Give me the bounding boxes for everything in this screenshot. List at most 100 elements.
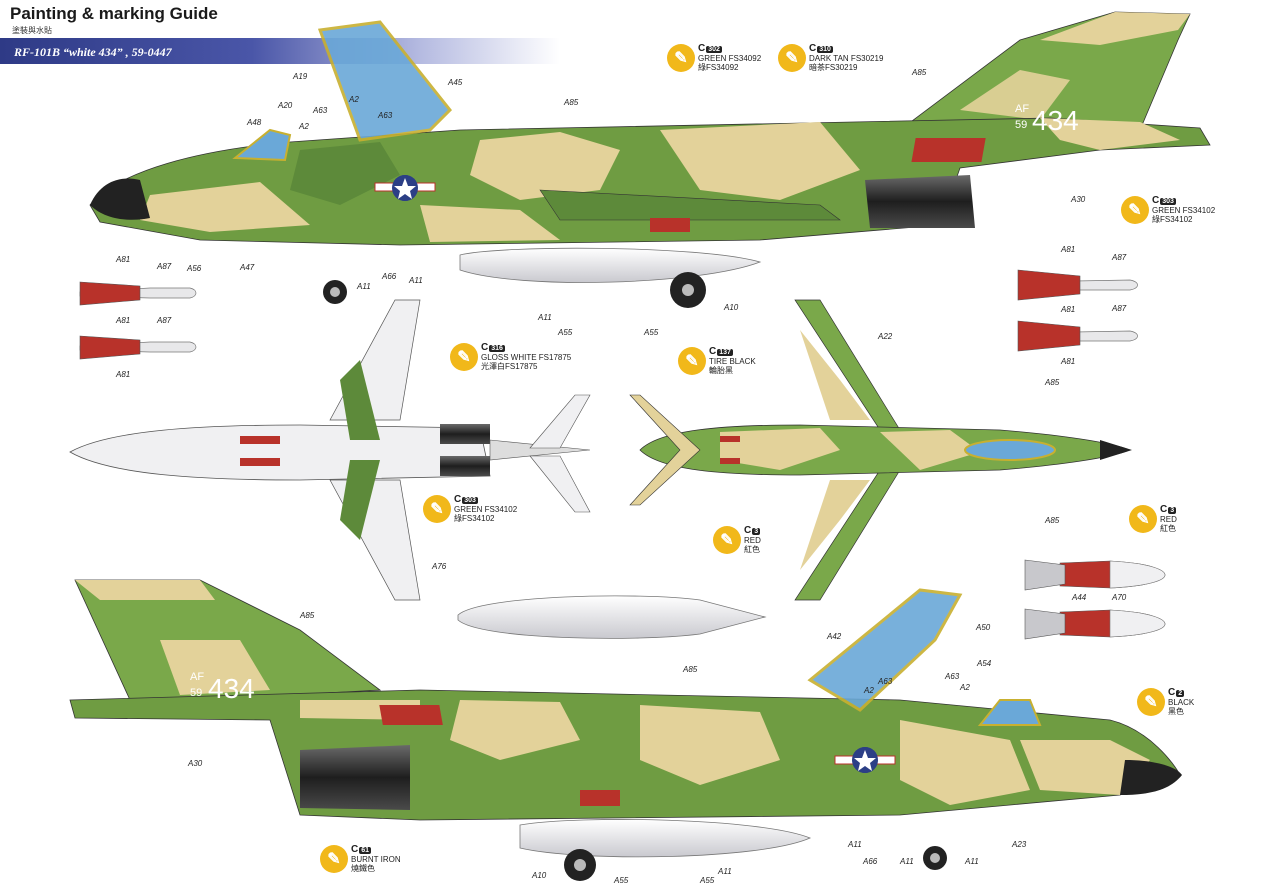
decal-label: A85 — [912, 68, 927, 77]
bombs-right — [1024, 559, 1166, 640]
decal-label: A11 — [965, 857, 979, 866]
tail-number-bottom: 59 — [190, 687, 202, 699]
decal-label: A42 — [827, 632, 842, 641]
decal-label: A30 — [1071, 195, 1086, 204]
decal-label: A48 — [247, 118, 262, 127]
paint-prefix: C — [481, 342, 489, 353]
paint-name: BLACK — [1168, 698, 1195, 707]
paint-name-cn: 綠FS34102 — [1152, 215, 1193, 224]
side-view-bottom — [69, 579, 1182, 881]
decal-label: A50 — [976, 623, 991, 632]
decal-label: A54 — [977, 659, 992, 668]
paintbrush-icon: ✎ — [713, 526, 741, 554]
plan-view — [629, 299, 1132, 601]
decal-label: A55 — [558, 328, 573, 337]
decal-label: A81 — [116, 255, 131, 264]
paintbrush-icon: ✎ — [678, 347, 706, 375]
paintbrush-icon: ✎ — [1121, 196, 1149, 224]
decal-label: A19 — [293, 72, 308, 81]
tail-code-top: AF — [1015, 103, 1029, 115]
paint-code: 303 — [1160, 198, 1176, 205]
decal-label: A45 — [448, 78, 463, 87]
paint-name-cn: 綠FS34092 — [698, 63, 739, 72]
serial-bottom: 434 — [208, 673, 255, 704]
paintbrush-icon: ✎ — [450, 343, 478, 371]
paint-code: 302 — [706, 46, 722, 53]
paint-prefix: C — [744, 525, 752, 536]
paint-prefix: C — [709, 346, 717, 357]
decal-label: A85 — [683, 665, 698, 674]
paintbrush-icon: ✎ — [423, 495, 451, 523]
decal-label: A10 — [532, 871, 547, 880]
missiles-right — [1017, 269, 1138, 352]
decal-label: A76 — [432, 562, 447, 571]
decal-label: A66 — [382, 272, 397, 281]
decal-label: A2 — [299, 122, 309, 131]
decal-label: A87 — [157, 316, 172, 325]
paint-name: DARK TAN FS30219 — [809, 54, 884, 63]
decal-label: A20 — [278, 101, 293, 110]
paint-name: GREEN FS34102 — [1152, 206, 1216, 215]
decal-label: A11 — [718, 867, 732, 876]
decal-label: A85 — [1045, 516, 1060, 525]
tail-code-bottom: AF — [190, 671, 204, 683]
paint-prefix: C — [1152, 195, 1160, 206]
decal-label: A30 — [188, 759, 203, 768]
missiles-left — [79, 281, 197, 360]
decal-label: A55 — [614, 876, 629, 885]
paint-name-cn: 輪胎黑 — [709, 366, 733, 375]
drop-tank — [457, 595, 767, 639]
decal-label: A11 — [900, 857, 914, 866]
decal-label: A87 — [157, 262, 172, 271]
page-subtitle: 塗裝與水貼 — [12, 26, 52, 35]
decal-label: A87 — [1112, 253, 1127, 262]
paint-name: GREEN FS34102 — [454, 505, 518, 514]
aircraft-designation: RF-101B “white 434” , 59-0447 — [14, 45, 172, 59]
decal-label: A10 — [724, 303, 739, 312]
paint-prefix: C — [454, 494, 462, 505]
decal-label: A63 — [945, 672, 960, 681]
decal-label: A55 — [700, 876, 715, 885]
decal-label: A85 — [1045, 378, 1060, 387]
paintbrush-icon: ✎ — [1137, 688, 1165, 716]
paint-code: 316 — [489, 345, 505, 352]
decal-label: A81 — [1061, 357, 1076, 366]
paint-prefix: C — [698, 43, 706, 54]
paint-code: 310 — [817, 46, 833, 53]
paint-name-cn: 綠FS34102 — [454, 514, 495, 523]
decal-label: A70 — [1112, 593, 1127, 602]
paint-name-cn: 黑色 — [1168, 707, 1184, 716]
paint-name-cn: 紅色 — [744, 545, 760, 554]
title-banner — [0, 38, 560, 64]
decal-label: A81 — [116, 370, 131, 379]
paint-name: GREEN FS34092 — [698, 54, 762, 63]
decal-label: A11 — [538, 313, 552, 322]
paint-name: GLOSS WHITE FS17875 — [481, 353, 572, 362]
paint-code: 3 — [1168, 507, 1177, 514]
decal-label: A47 — [240, 263, 255, 272]
paint-name-cn: 燒鐵色 — [351, 864, 375, 873]
decal-label: A87 — [1112, 304, 1127, 313]
decal-label: A85 — [300, 611, 315, 620]
decal-label: A23 — [1012, 840, 1027, 849]
paintbrush-icon: ✎ — [1129, 505, 1157, 533]
decal-label: A81 — [1061, 245, 1076, 254]
underside-view — [69, 299, 591, 601]
paint-name-cn: 光澤白FS17875 — [481, 362, 538, 371]
paint-code: 3 — [752, 528, 761, 535]
paint-name: BURNT IRON — [351, 855, 401, 864]
decal-label: A2 — [864, 686, 874, 695]
decal-label: A63 — [378, 111, 393, 120]
paint-prefix: C — [1168, 687, 1176, 698]
paint-prefix: C — [351, 844, 359, 855]
paint-name: TIRE BLACK — [709, 357, 756, 366]
decal-label: A56 — [187, 264, 202, 273]
paintbrush-icon: ✎ — [667, 44, 695, 72]
